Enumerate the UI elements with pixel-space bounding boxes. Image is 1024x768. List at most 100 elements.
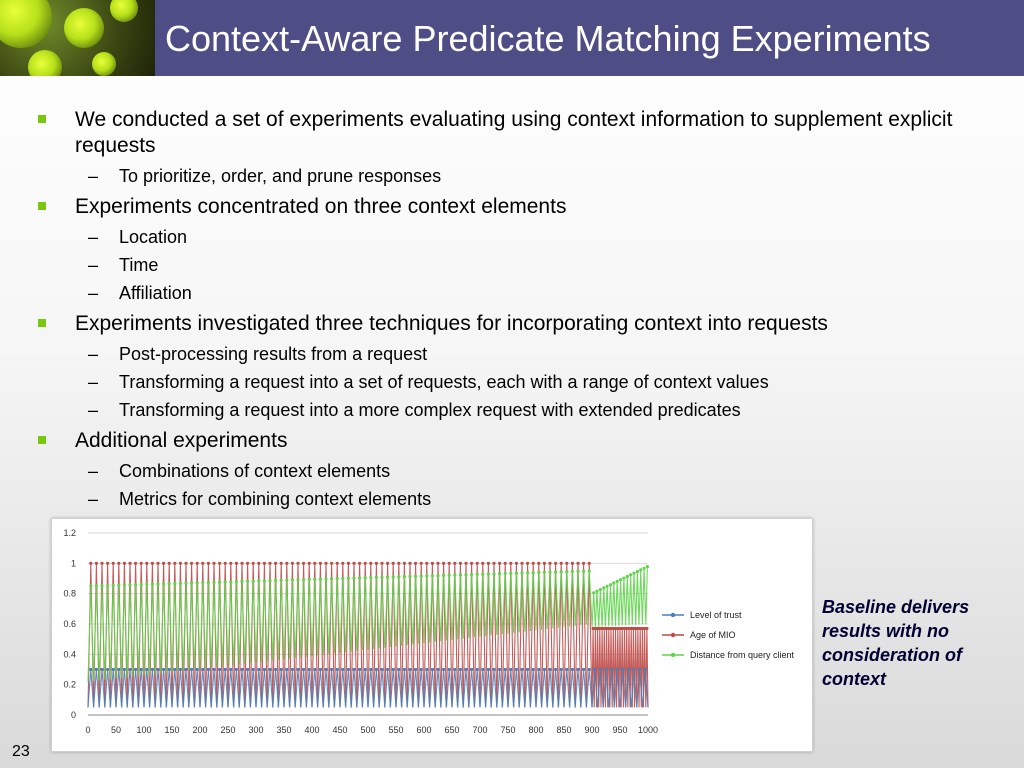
series-point: [605, 626, 609, 631]
series-point: [611, 626, 615, 631]
bullet-text: Experiments concentrated on three contex…: [75, 195, 567, 218]
series-point: [184, 561, 188, 565]
series-point: [602, 626, 606, 631]
series-point: [89, 584, 93, 588]
series-point: [145, 667, 149, 672]
series-point: [184, 581, 188, 585]
series-point: [313, 667, 317, 672]
series-point: [240, 561, 244, 565]
series-point: [307, 561, 311, 565]
series-point: [128, 583, 132, 587]
bullet-square-icon: [38, 436, 46, 444]
series-point: [475, 667, 479, 672]
series-point: [173, 581, 177, 586]
series-point: [380, 667, 384, 672]
series-point: [447, 561, 451, 565]
series-point: [537, 667, 541, 672]
series-point: [139, 667, 143, 672]
series-point: [548, 561, 552, 565]
series-point: [570, 561, 575, 565]
series-point: [302, 667, 306, 672]
x-tick-label: 650: [444, 725, 459, 735]
series-point: [520, 571, 524, 575]
series-point: [358, 561, 362, 565]
sub-bullet-item: – Post-processing results from a request: [0, 343, 1024, 365]
series-point: [591, 626, 595, 631]
series-point: [503, 571, 507, 576]
series-point: [542, 561, 546, 565]
series-point: [537, 561, 541, 565]
series-point: [150, 582, 154, 586]
y-tick-label: 0.4: [63, 649, 76, 659]
sub-bullet-text: Combinations of context elements: [119, 461, 391, 481]
series-point: [184, 667, 188, 672]
bullet-square-icon: [38, 115, 46, 123]
series-point: [598, 667, 603, 672]
series-point: [117, 583, 121, 587]
series-point: [442, 667, 446, 672]
series-point: [453, 573, 457, 577]
x-tick-label: 400: [304, 725, 319, 735]
series-point: [425, 561, 429, 565]
series-point: [587, 561, 591, 565]
series-point: [430, 667, 434, 672]
series-point: [593, 626, 598, 631]
series-point: [302, 578, 306, 582]
series-point: [302, 561, 306, 565]
series-point: [257, 579, 261, 583]
series-point: [414, 561, 418, 565]
series-point: [274, 561, 278, 565]
series-point: [612, 581, 616, 585]
series-point: [531, 667, 535, 672]
series-point: [492, 667, 496, 672]
series-point: [218, 580, 222, 584]
series-point: [509, 571, 513, 575]
series-point: [486, 561, 490, 565]
series-point: [615, 667, 619, 672]
x-tick-label: 950: [612, 725, 627, 735]
series-point: [638, 626, 642, 631]
dash-icon: –: [88, 227, 99, 247]
x-tick-label: 700: [472, 725, 487, 735]
series-point: [436, 574, 440, 578]
series-point: [554, 561, 558, 565]
series-point: [89, 561, 93, 565]
series-point: [639, 568, 643, 572]
series-point: [402, 575, 406, 579]
series-point: [598, 588, 603, 592]
series-point: [201, 561, 205, 565]
x-tick-label: 900: [584, 725, 599, 735]
series-point: [251, 579, 255, 583]
series-point: [645, 626, 649, 631]
x-tick-label: 600: [416, 725, 431, 735]
series-point: [128, 667, 132, 672]
series-point: [341, 667, 345, 672]
title-bar: Context-Aware Predicate Matching Experim…: [0, 0, 1024, 76]
series-point: [234, 580, 238, 584]
series-point: [640, 626, 645, 631]
series-point: [470, 572, 474, 577]
series-point: [596, 626, 600, 631]
series-point: [397, 667, 401, 672]
series-point: [330, 577, 334, 581]
series-point: [635, 570, 640, 574]
series-point: [374, 575, 378, 579]
series-point: [470, 667, 474, 672]
bullet-item: We conducted a set of experiments evalua…: [0, 107, 1024, 159]
sub-bullet-item: – To prioritize, order, and prune respon…: [0, 165, 1024, 187]
series-point: [587, 667, 591, 672]
series-point: [117, 561, 121, 565]
series-point: [638, 667, 642, 672]
x-tick-label: 150: [164, 725, 179, 735]
series-point: [486, 667, 490, 672]
series-point: [397, 575, 401, 579]
dash-icon: –: [88, 166, 99, 186]
series-point: [94, 584, 98, 588]
series-point: [643, 626, 647, 631]
series-point: [363, 561, 367, 565]
series-point: [607, 626, 611, 631]
series-point: [442, 573, 446, 577]
series-point: [341, 561, 345, 565]
series-point: [369, 667, 373, 672]
series-point: [402, 667, 406, 672]
